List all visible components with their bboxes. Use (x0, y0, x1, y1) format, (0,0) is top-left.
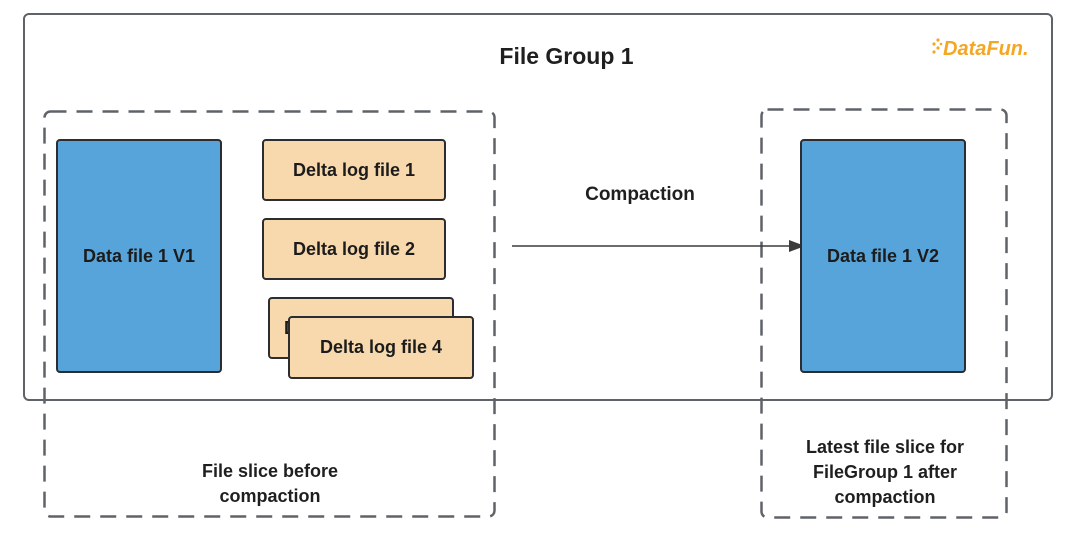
delta-log-file-1: Delta log file 1 (262, 139, 446, 201)
delta-log-file-4-label: Delta log file 4 (319, 337, 443, 357)
svg-text:DataFun.: DataFun. (943, 38, 1029, 60)
caption-after-line-1: Latest file slice for (805, 437, 965, 457)
caption-after-line-3: compaction (834, 487, 936, 507)
data-file-v2-label: Data file 1 V2 (826, 245, 940, 266)
file-group-title: File Group 1 (499, 43, 634, 69)
caption-before-line-1: File slice before (201, 461, 339, 481)
delta-log-file-2: Delta log file 2 (262, 218, 446, 280)
compaction-label: Compaction (585, 184, 695, 205)
caption-after-line-2: FileGroup 1 after (812, 462, 958, 482)
delta-log-file-4: Delta log file 4 (288, 316, 474, 379)
data-file-v1: Data file 1 V1 (56, 139, 222, 373)
datafun-logo: DataFun. (932, 38, 1029, 60)
file-slice-after-box (760, 108, 1008, 519)
file-slice-after-caption: Latest file slice for FileGroup 1 after … (765, 435, 1005, 510)
delta-log-file-2-label: Delta log file 2 (292, 238, 416, 259)
data-file-v1-label: Data file 1 V1 (82, 245, 196, 266)
file-slice-before-box (43, 110, 496, 518)
data-file-v2: Data file 1 V2 (800, 139, 966, 373)
file-slice-before-caption: File slice before compaction (120, 459, 420, 509)
compaction-arrow (512, 240, 805, 252)
delta-log-file-1-label: Delta log file 1 (292, 159, 416, 180)
file-group-box (23, 13, 1053, 401)
caption-before-line-2: compaction (219, 486, 321, 506)
